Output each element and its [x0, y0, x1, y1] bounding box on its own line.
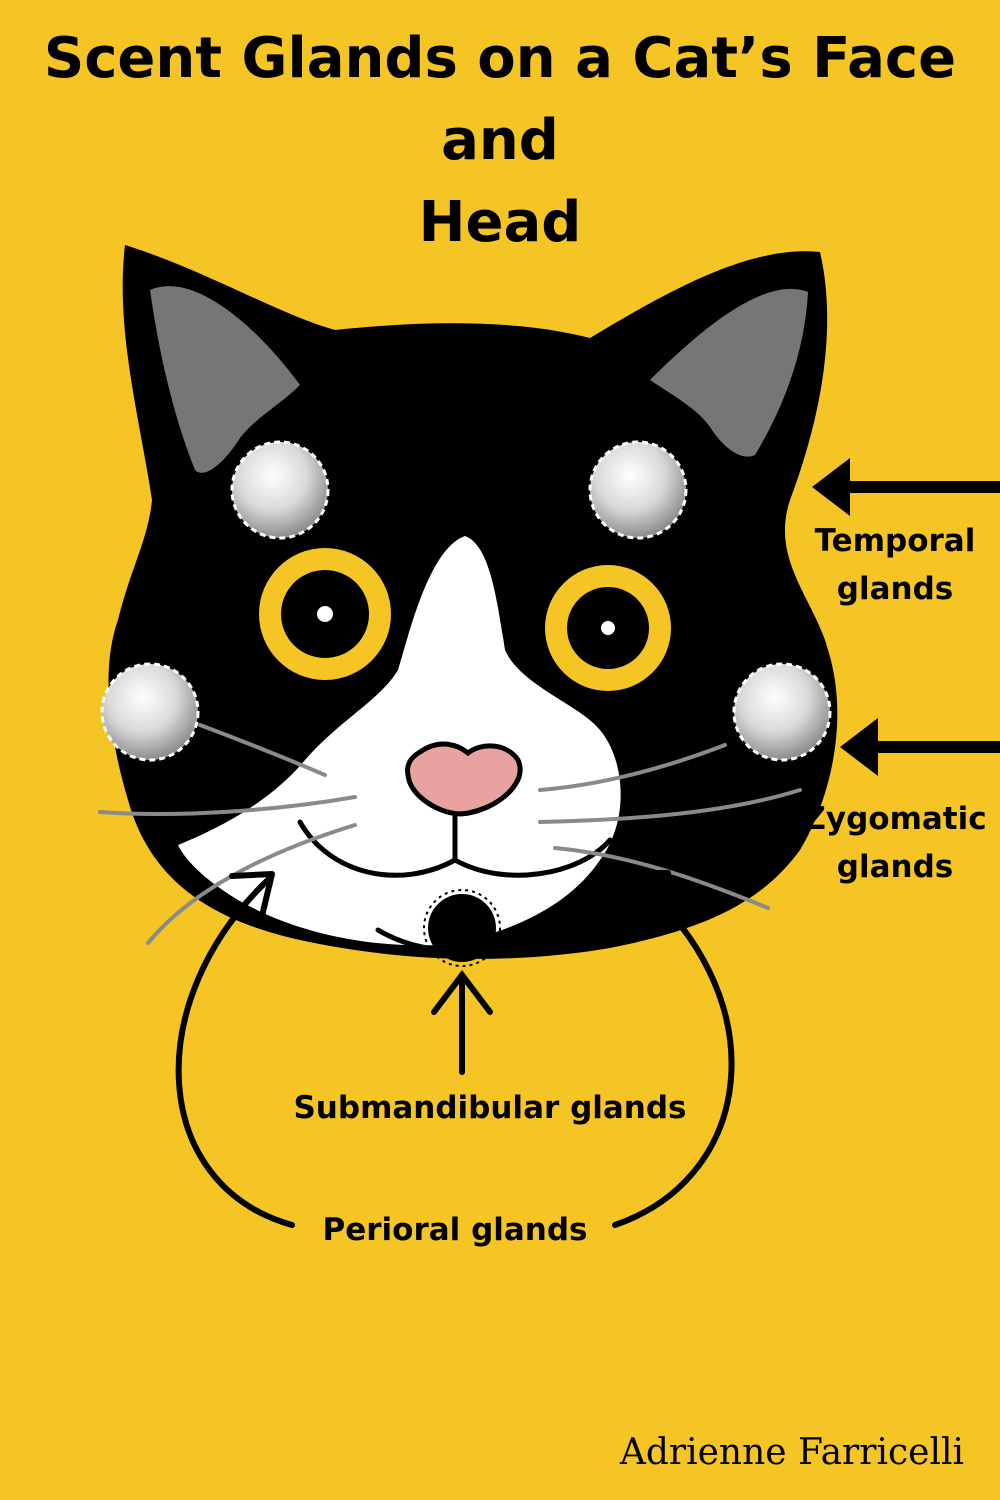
title-line-1: Scent Glands on a Cat’s Face and [43, 26, 957, 173]
temporal-glands-label: Temporal glands [790, 517, 1000, 613]
zygomatic-gland-right [732, 662, 832, 762]
zygomatic-label-line-2: glands [836, 849, 954, 885]
zygomatic-arrow [840, 718, 1000, 776]
cat-mouth [297, 812, 613, 878]
zygomatic-glands-label: Zygomatic glands [790, 795, 1000, 891]
temporal-gland-right [588, 440, 688, 540]
temporal-gland-left [230, 440, 330, 540]
temporal-label-line-1: Temporal [814, 523, 976, 559]
perioral-arrow-right [612, 870, 735, 1228]
left-inner-ear [150, 286, 300, 473]
author-signature: Adrienne Farricelli [619, 1432, 964, 1473]
submandibular-arrow [431, 970, 493, 1075]
left-eye [259, 548, 391, 680]
page-title: Scent Glands on a Cat’s Face and Head [0, 18, 1000, 264]
perioral-arrow-left [175, 871, 295, 1228]
temporal-label-line-2: glands [836, 571, 954, 607]
zygomatic-label-line-1: Zygomatic [803, 801, 987, 837]
cat-muzzle [178, 536, 621, 946]
title-line-2: Head [418, 190, 582, 255]
zygomatic-gland-left [100, 662, 200, 762]
whiskers [98, 723, 802, 945]
right-inner-ear [650, 288, 808, 457]
submandibular-gland [423, 889, 501, 967]
perioral-glands-label: Perioral glands [322, 1212, 588, 1248]
temporal-arrow [812, 458, 1000, 516]
submandibular-glands-label: Submandibular glands [293, 1090, 687, 1126]
cat-nose [405, 741, 523, 817]
right-eye [545, 565, 671, 691]
